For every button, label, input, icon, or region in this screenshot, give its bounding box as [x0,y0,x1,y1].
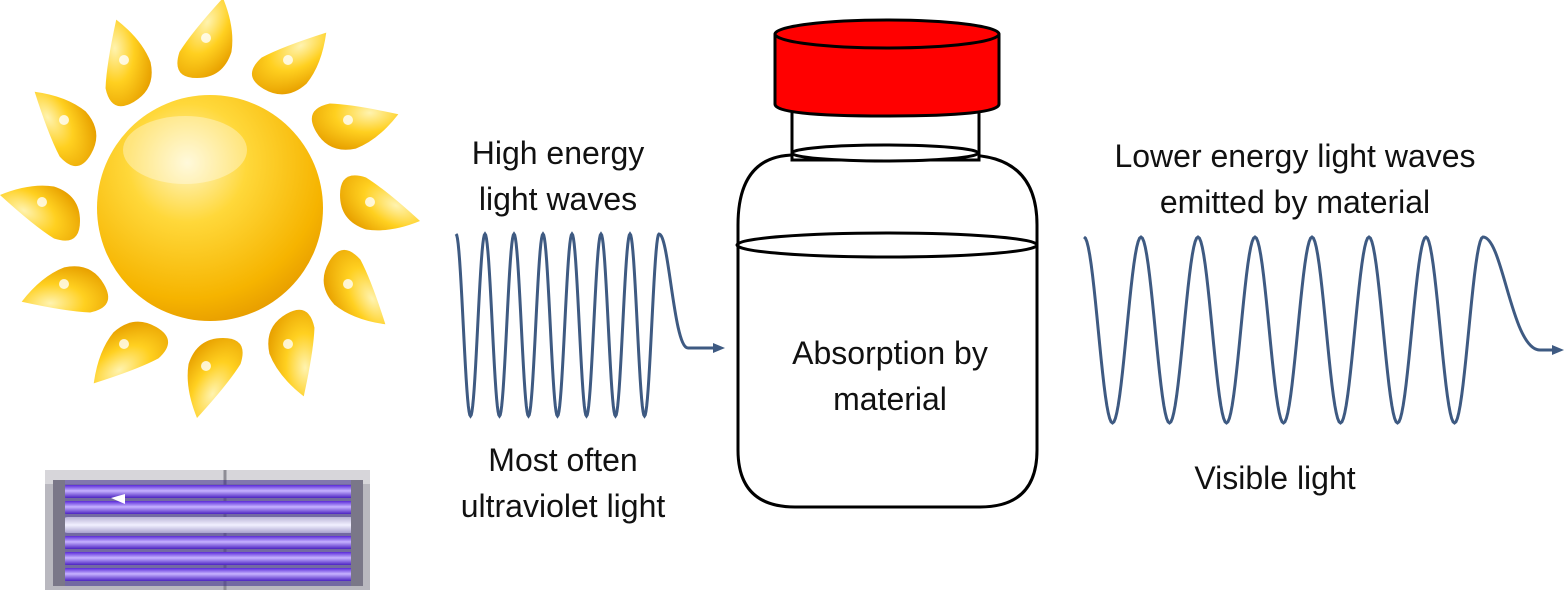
label-line: emitted by material [1159,184,1431,220]
arrow-head-icon [713,343,725,353]
uv-tube [61,501,357,514]
label-line: Lower energy light waves [1114,138,1476,174]
sun-ray-highlight [283,55,293,65]
sun-ray-highlight [59,279,69,289]
wave-line [454,231,715,419]
label-line: Most often [488,442,638,478]
outgoing-label-bottom: Visible light [1135,455,1415,501]
incoming-label-bottom: Most often ultraviolet light [428,437,698,529]
uv-tube [61,552,357,565]
sun-ray [34,91,97,167]
sun-ray-highlight [37,197,47,207]
sun-ray [323,249,386,325]
white-tube [61,517,357,533]
sun-ray-highlight [59,115,69,125]
sun-disc [97,95,323,321]
sun-ray-highlight [119,339,129,349]
incoming-label-top: High energy light waves [438,130,678,222]
sun-ray-highlight [365,197,375,207]
sun-icon [0,0,420,418]
sun-ray [251,32,327,95]
sun-ray [0,185,80,241]
wave-line [1083,235,1554,425]
sun-rays [0,0,420,418]
uv-tube [61,568,357,581]
jar-body [736,153,1039,509]
jar-icon [735,18,1039,509]
label-line: light waves [478,181,638,217]
sun-ray [105,19,152,107]
high-energy-wave [454,231,725,419]
sun-ray-highlight [283,339,293,349]
visible-light-wave [1083,235,1564,425]
sun-ray [21,266,109,313]
jar-lid [773,33,1001,118]
sun-ray-highlight [343,279,353,289]
arrow-head-icon [1552,345,1564,355]
sun-ray [187,338,243,418]
sun-ray [268,309,315,397]
sun-highlight [123,116,247,184]
label-line: Absorption by [792,335,988,371]
label-line: ultraviolet light [460,488,666,524]
outgoing-label-top: Lower energy light waves emitted by mate… [1070,133,1520,225]
jar-lid-top [773,18,1001,50]
sun-ray-highlight [343,115,353,125]
uv-lamp-icon [45,470,370,590]
jar-label: Absorption by material [755,330,1025,422]
sun-ray-highlight [201,361,211,371]
sun-ray [340,175,420,231]
sun-ray [93,321,169,384]
uv-tube [61,485,357,498]
sun-ray [311,103,399,150]
sun-ray-highlight [119,55,129,65]
jar-neck-rim [790,143,980,163]
label-line: High energy [471,135,645,171]
liquid-surface [735,231,1039,259]
label-line: Visible light [1194,460,1356,496]
sun-ray-highlight [201,33,211,43]
label-line: material [833,381,947,417]
uv-tube [61,536,357,549]
